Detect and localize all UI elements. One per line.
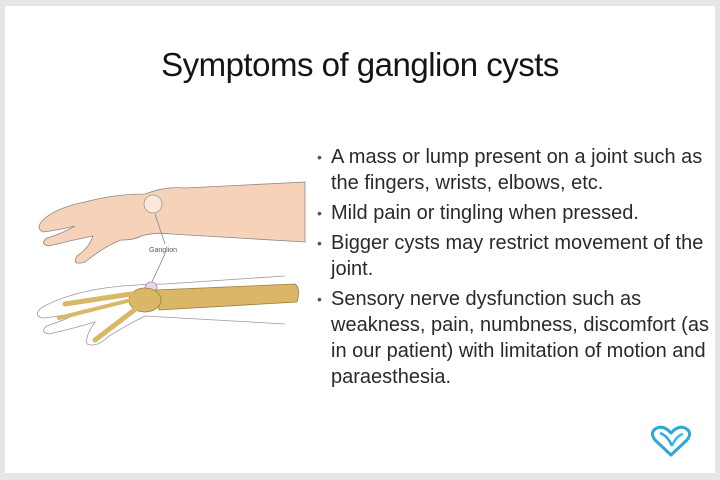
symptom-text: Sensory nerve dysfunction such as weakne… bbox=[331, 288, 709, 388]
symptom-text: Bigger cysts may restrict movement of th… bbox=[331, 232, 704, 280]
slide-title: Symptoms of ganglion cysts bbox=[161, 46, 559, 83]
ganglion-anatomy-image: Ganglion bbox=[37, 181, 306, 346]
hand-wrist-illustration: Ganglion bbox=[25, 176, 315, 366]
bullet-marker: • bbox=[317, 235, 322, 251]
bullet-marker: • bbox=[317, 149, 322, 165]
symptom-item: • Bigger cysts may restrict movement of … bbox=[313, 230, 713, 282]
ganglion-label: Ganglion bbox=[149, 247, 177, 254]
bullet-marker: • bbox=[317, 205, 322, 221]
symptom-list: • A mass or lump present on a joint such… bbox=[313, 144, 713, 394]
symptom-text: Mild pain or tingling when pressed. bbox=[331, 202, 639, 224]
symptom-item: • A mass or lump present on a joint such… bbox=[313, 144, 713, 196]
symptom-text: A mass or lump present on a joint such a… bbox=[331, 146, 703, 194]
slide-card: Symptoms of ganglion cysts Ganglion bbox=[5, 6, 715, 473]
symptom-item: • Sensory nerve dysfunction such as weak… bbox=[313, 286, 713, 390]
symptom-item: • Mild pain or tingling when pressed. bbox=[313, 200, 713, 226]
heart-logo-icon bbox=[650, 424, 692, 458]
bullet-marker: • bbox=[317, 291, 322, 307]
